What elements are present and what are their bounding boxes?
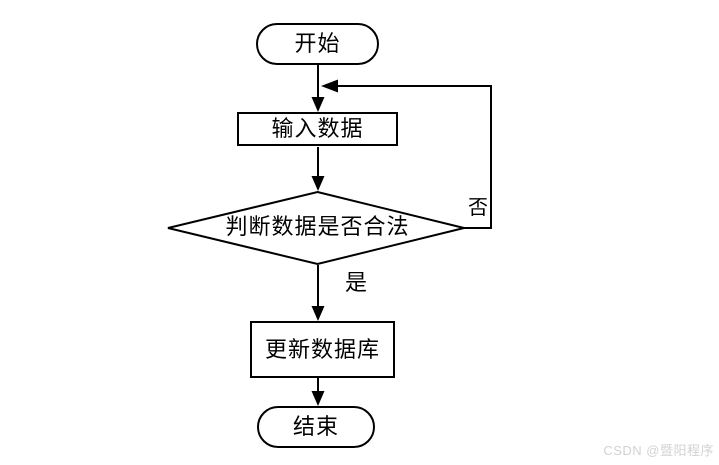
arrowhead-into-input — [311, 97, 325, 112]
node-start: 开始 — [256, 23, 379, 65]
edge-decision-loop-back — [337, 85, 492, 229]
arrowhead-into-update — [311, 306, 325, 321]
node-end: 结束 — [257, 406, 375, 448]
arrowhead-into-decision — [311, 176, 325, 191]
node-input-data: 输入数据 — [237, 112, 398, 146]
node-update-database-label: 更新数据库 — [264, 336, 380, 362]
node-update-database: 更新数据库 — [250, 321, 395, 378]
node-input-data-label: 输入数据 — [271, 116, 364, 141]
arrowhead-into-end — [311, 391, 325, 406]
csdn-watermark: CSDN @暨阳程序 — [603, 443, 714, 458]
decision-diamond-shape — [167, 190, 465, 266]
arrowhead-loop-back — [321, 79, 338, 93]
edge-label-no: 否 — [468, 197, 488, 219]
edge-label-yes: 是 — [345, 270, 368, 295]
node-decision-label: 判断数据是否合法 — [225, 214, 410, 239]
node-start-label: 开始 — [294, 31, 341, 56]
node-end-label: 结束 — [292, 414, 339, 439]
